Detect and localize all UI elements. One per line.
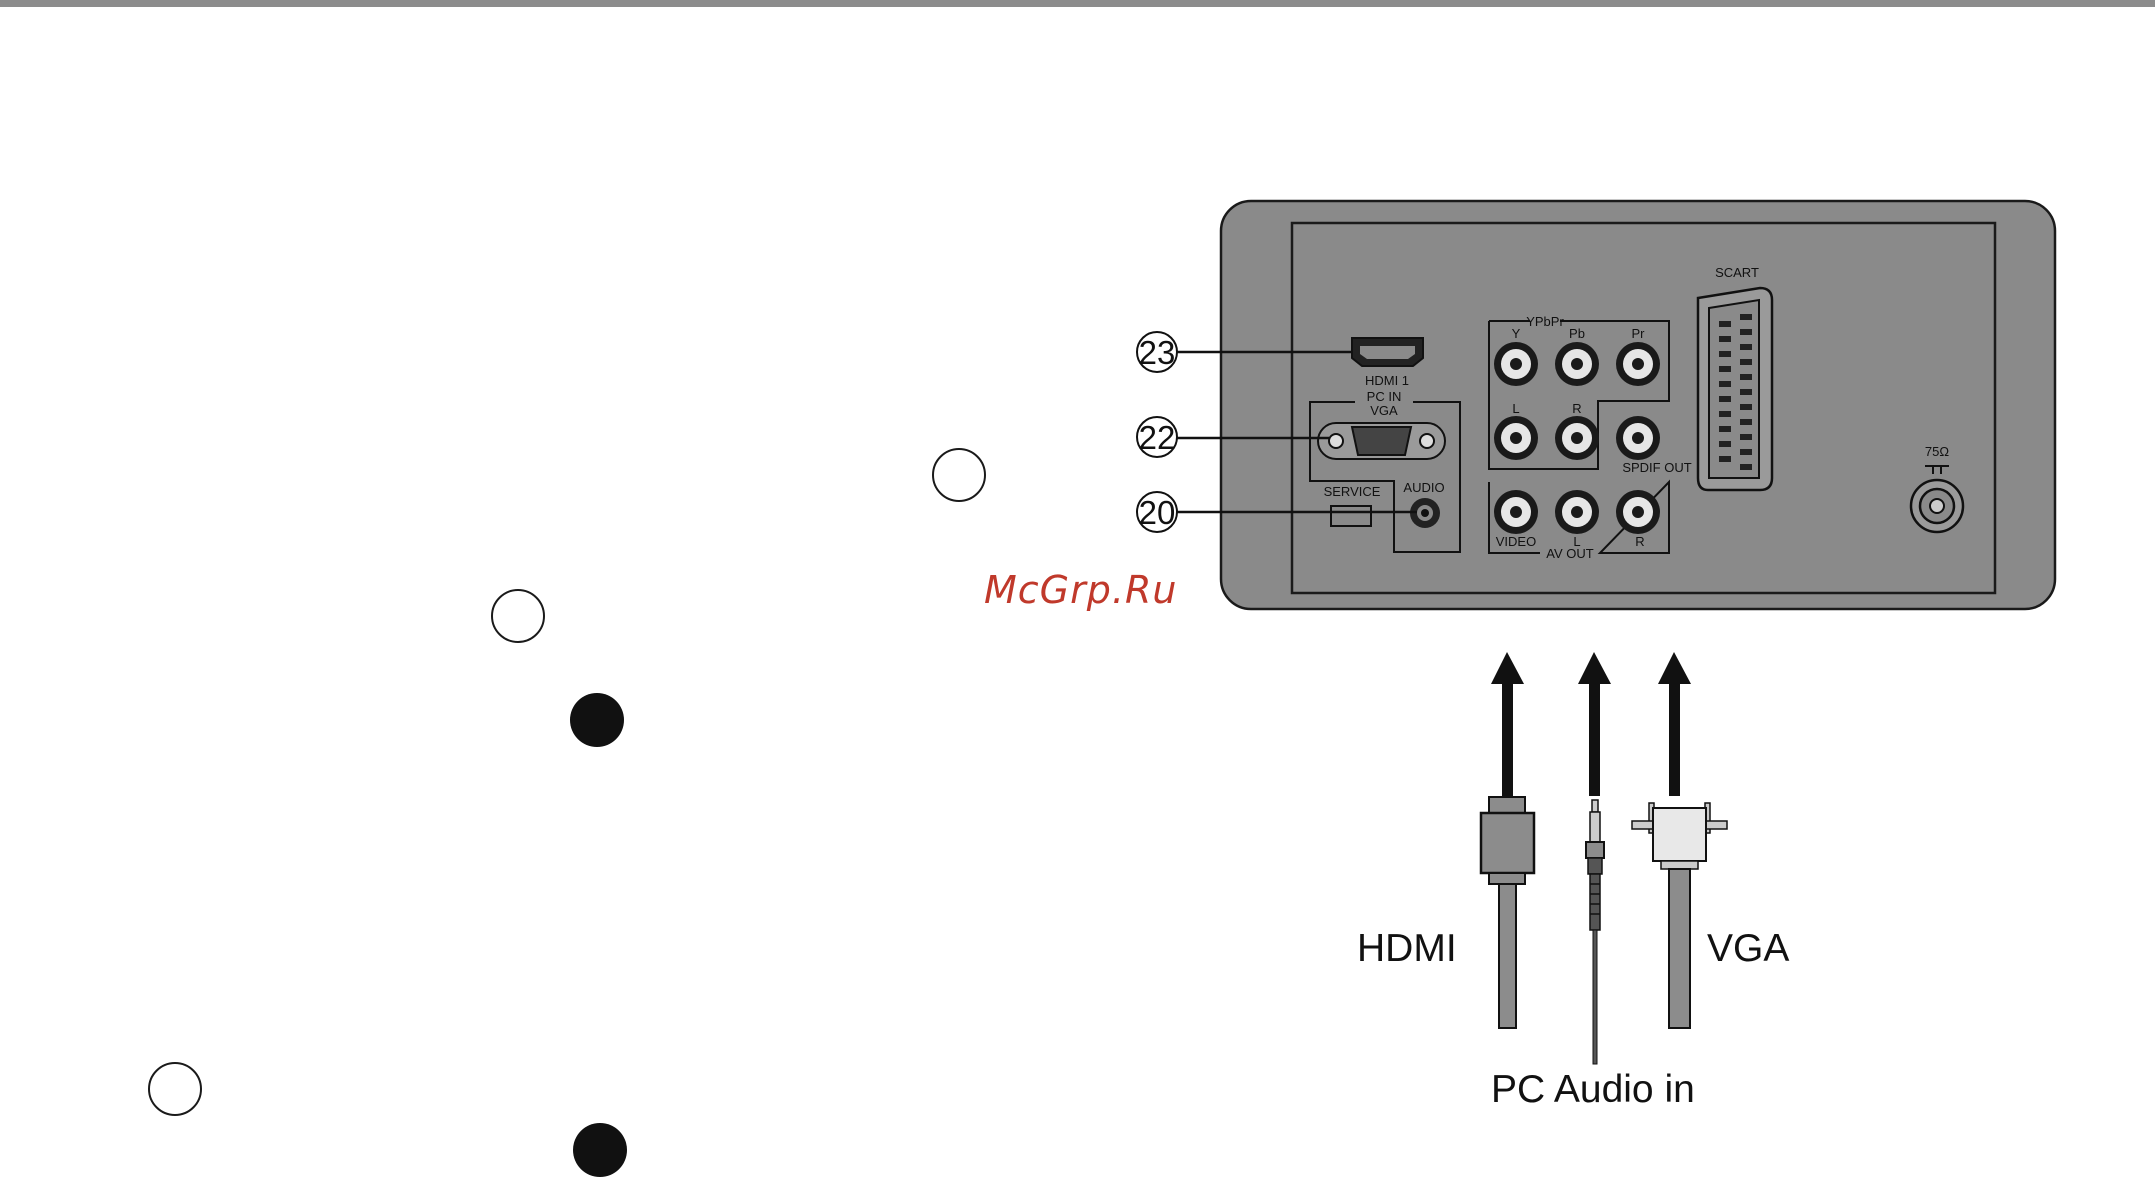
scart-pin xyxy=(1719,411,1731,417)
scart-pin xyxy=(1740,389,1752,395)
open-circle-marker xyxy=(491,589,545,643)
antenna-symbol xyxy=(1925,465,1949,474)
scart-pin xyxy=(1719,321,1731,327)
scart-pin xyxy=(1719,351,1731,357)
hdmi-cable-plug xyxy=(1479,796,1536,1029)
pc-in-label: PC IN xyxy=(1367,389,1402,404)
scart-pins xyxy=(1719,314,1752,470)
watermark-text: McGrp.Ru xyxy=(984,568,1178,612)
spdif-out-label: SPDIF OUT xyxy=(1622,460,1691,475)
hdmi-port xyxy=(1351,337,1424,367)
scart-port xyxy=(1696,286,1774,492)
hdmi-cable-label: HDMI xyxy=(1357,927,1457,970)
callout-23-number: 23 xyxy=(1139,334,1176,371)
antenna-rf-port xyxy=(1909,478,1965,534)
scart-pin xyxy=(1719,396,1731,402)
y-rca-jack xyxy=(1494,342,1538,386)
audio-cable-plug xyxy=(1585,799,1605,1065)
pr-label: Pr xyxy=(1632,326,1646,341)
scart-pin xyxy=(1740,404,1752,410)
audio-r-rca-jack xyxy=(1555,416,1599,460)
service-label: SERVICE xyxy=(1324,484,1381,499)
video-label: VIDEO xyxy=(1496,534,1536,549)
audio-label: AUDIO xyxy=(1403,480,1444,495)
av-out-label: AV OUT xyxy=(1546,546,1593,561)
callout-20-number: 20 xyxy=(1139,494,1176,531)
pr-rca-jack xyxy=(1616,342,1660,386)
av-out-l-rca-jack xyxy=(1555,490,1599,534)
service-port xyxy=(1330,505,1372,527)
audio-l-rca-jack xyxy=(1494,416,1538,460)
filled-circle-marker xyxy=(570,693,624,747)
panel-inner-border xyxy=(1290,221,1997,595)
scart-pin xyxy=(1740,449,1752,455)
r-top-label: R xyxy=(1572,401,1581,416)
vga-cable-plug xyxy=(1631,802,1728,1029)
av-out-r-rca-jack xyxy=(1616,490,1660,534)
pc-in-group-box xyxy=(1309,401,1461,553)
scart-pin xyxy=(1719,336,1731,342)
scart-pin xyxy=(1740,434,1752,440)
pc-audio-in-label: PC Audio in xyxy=(1491,1068,1695,1111)
scart-label: SCART xyxy=(1715,265,1759,280)
arrow-up-vga xyxy=(1658,652,1691,796)
callout-22-circle xyxy=(1136,416,1178,458)
scart-pin xyxy=(1719,456,1731,462)
antenna-ohm-label: 75Ω xyxy=(1925,444,1949,459)
scart-pin xyxy=(1719,441,1731,447)
arrow-up-audio xyxy=(1578,652,1611,796)
hdmi1-label: HDMI 1 xyxy=(1365,373,1409,388)
scart-pin xyxy=(1740,329,1752,335)
scart-pin xyxy=(1719,381,1731,387)
arrow-up-hdmi xyxy=(1491,652,1524,796)
scart-pin xyxy=(1740,359,1752,365)
vga-port xyxy=(1317,422,1446,460)
spdif-out-jack xyxy=(1616,416,1660,460)
open-circle-marker xyxy=(932,448,986,502)
l-bottom-label: L xyxy=(1573,534,1580,549)
y-label: Y xyxy=(1512,326,1521,341)
ypbpr-label: YPbPr xyxy=(1526,314,1564,329)
video-out-rca-jack xyxy=(1494,490,1538,534)
scart-pin xyxy=(1740,314,1752,320)
open-circle-marker xyxy=(148,1062,202,1116)
pb-rca-jack xyxy=(1555,342,1599,386)
vga-port-label: VGA xyxy=(1370,403,1398,418)
filled-circle-marker xyxy=(573,1123,627,1177)
vga-cable-label: VGA xyxy=(1707,927,1790,970)
l-top-label: L xyxy=(1512,401,1519,416)
scart-pin xyxy=(1740,419,1752,425)
ypbpr-group-box xyxy=(1488,320,1670,470)
pc-audio-jack xyxy=(1410,498,1440,528)
callout-22-number: 22 xyxy=(1139,419,1176,456)
callout-20-circle xyxy=(1136,491,1178,533)
scart-pin xyxy=(1719,366,1731,372)
scart-pin xyxy=(1719,426,1731,432)
pb-label: Pb xyxy=(1569,326,1585,341)
scart-pin xyxy=(1740,344,1752,350)
r-bottom-label: R xyxy=(1635,534,1644,549)
scart-pin xyxy=(1740,374,1752,380)
callout-23-circle xyxy=(1136,331,1178,373)
top-rule xyxy=(0,0,2155,7)
scart-pin xyxy=(1740,464,1752,470)
